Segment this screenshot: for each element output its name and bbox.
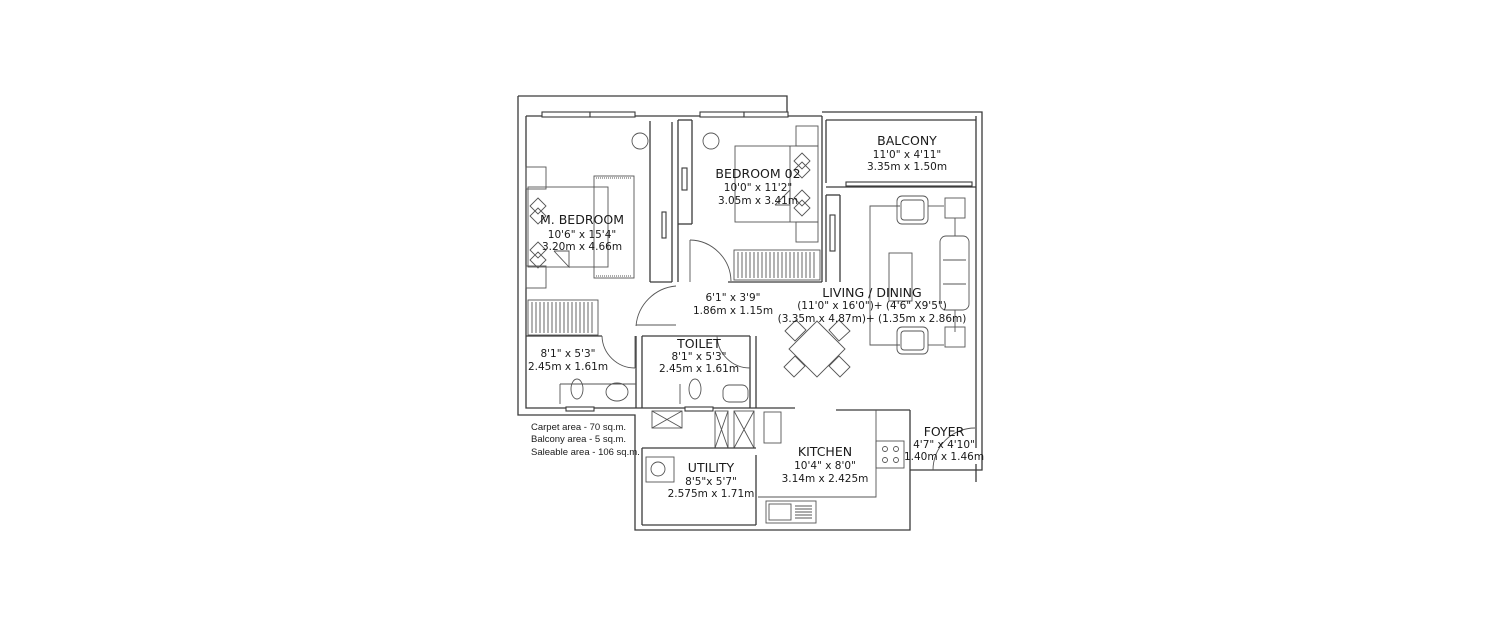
- room-name-kitchen: KITCHEN: [798, 444, 852, 459]
- room-name-toilet: TOILET: [676, 336, 721, 351]
- room-size-metric-foyer: 1.40m x 1.46m: [904, 451, 984, 463]
- window-icon: [565, 406, 595, 412]
- room-name-master-bedroom: M. BEDROOM: [540, 212, 624, 227]
- room-name-balcony: BALCONY: [877, 133, 937, 148]
- sink-icon: [765, 500, 817, 524]
- room-name-bedroom-02: BEDROOM 02: [715, 166, 800, 181]
- washing-machine-drum-icon: [650, 461, 666, 477]
- wardrobe-icon: [733, 249, 821, 281]
- room-size-imperial-master-toilet: 8'1" x 5'3": [540, 348, 595, 360]
- chair-icon: [783, 319, 851, 378]
- room-size-imperial-utility: 8'5"x 5'7": [685, 476, 737, 488]
- room-size-imperial-foyer: 4'7" x 4'10": [913, 439, 975, 451]
- door-swing-icon: [716, 335, 751, 369]
- window-icon: [845, 181, 973, 187]
- washbasin-icon: [722, 384, 749, 403]
- room-size-metric-utility: 2.575m x 1.71m: [668, 488, 755, 500]
- door-swing-icon: [932, 427, 976, 471]
- carpet-area: Carpet area - 70 sq.m.: [531, 422, 626, 433]
- pillow-icon: [529, 197, 547, 269]
- stove-icon: [875, 440, 905, 469]
- room-size-metric-master-toilet: 2.45m x 1.61m: [528, 361, 608, 373]
- room-name-foyer: FOYER: [924, 424, 965, 439]
- room-size-metric-balcony: 3.35m x 1.50m: [867, 161, 947, 173]
- area-summary: Carpet area - 70 sq.m. Balcony area - 5 …: [531, 422, 640, 458]
- passage: 6'1" x 3'9" 1.86m x 1.15m: [635, 285, 773, 327]
- door-swing-icon: [689, 239, 732, 282]
- balcony: BALCONY 11'0" x 4'11" 3.35m x 1.50m: [825, 119, 976, 188]
- washbasin-icon: [605, 382, 629, 402]
- utility: UTILITY 8'5"x 5'7" 2.575m x 1.71m: [641, 448, 757, 526]
- duct-icon: [642, 410, 756, 449]
- master-bedroom: M. BEDROOM 10'6" x 15'4" 3.20m x 4.66m: [525, 121, 673, 336]
- bed-icon: [734, 145, 819, 223]
- room-size-metric-bedroom-02: 3.05m x 3.41m: [718, 195, 798, 207]
- wc-icon: [688, 378, 702, 400]
- window-icon: [541, 111, 789, 118]
- saleable-area: Saleable area - 106 sq.m.: [531, 447, 640, 458]
- room-size-imperial-living-dining: (11'0" x 16'0")+ (4'6" X9'5"): [797, 300, 947, 312]
- lamp-icon: [702, 132, 720, 150]
- window-icon: [684, 406, 714, 412]
- room-size-metric-living-dining: (3.35m x 4.87m)+ (1.35m x 2.86m): [778, 313, 967, 325]
- toilet: TOILET 8'1" x 5'3" 2.45m x 1.61m: [642, 335, 757, 412]
- bed-icon: [527, 175, 635, 279]
- tv-unit-icon: [681, 167, 688, 191]
- room-size-imperial-toilet: 8'1" x 5'3": [671, 351, 726, 363]
- side-table-icon: [944, 197, 966, 348]
- room-size-metric-toilet: 2.45m x 1.61m: [659, 363, 739, 375]
- room-size-metric-kitchen: 3.14m x 2.425m: [782, 473, 869, 485]
- room-name-living-dining: LIVING / DINING: [822, 285, 921, 300]
- door-swing-icon: [635, 285, 677, 327]
- wc-icon: [570, 378, 584, 400]
- tv-unit-icon: [661, 211, 667, 239]
- room-size-imperial-kitchen: 10'4" x 8'0": [794, 460, 856, 472]
- tv-unit-icon: [829, 214, 836, 252]
- door-swing-icon: [601, 335, 636, 369]
- foyer: FOYER 4'7" x 4'10" 1.40m x 1.46m: [904, 424, 984, 471]
- lamp-icon: [631, 132, 649, 150]
- room-size-metric-passage: 1.86m x 1.15m: [693, 305, 773, 317]
- bedroom-02: BEDROOM 02 10'0" x 11'2" 3.05m x 3.41m: [677, 116, 823, 283]
- sofa-icon: [939, 235, 970, 311]
- room-size-imperial-balcony: 11'0" x 4'11": [873, 149, 941, 161]
- fridge-icon: [763, 411, 782, 444]
- living-dining: LIVING / DINING (11'0" x 16'0")+ (4'6" X…: [778, 194, 970, 378]
- wardrobe-icon: [527, 299, 599, 336]
- washing-machine-icon: [645, 456, 675, 483]
- armchair-icon: [896, 195, 929, 355]
- dining-table-icon: [788, 320, 846, 378]
- pillow-icon: [793, 152, 811, 217]
- room-size-imperial-passage: 6'1" x 3'9": [705, 292, 760, 304]
- outer-walls: [517, 95, 983, 531]
- room-size-imperial-bedroom-02: 10'0" x 11'2": [724, 182, 792, 194]
- room-name-utility: UTILITY: [688, 460, 735, 475]
- coffee-table-icon: [888, 252, 913, 302]
- kitchen: KITCHEN 10'4" x 8'0" 3.14m x 2.425m: [758, 407, 911, 524]
- balcony-area: Balcony area - 5 sq.m.: [531, 434, 626, 445]
- room-size-metric-master-bedroom: 3.20m x 4.66m: [542, 241, 622, 253]
- master-toilet: 8'1" x 5'3" 2.45m x 1.61m: [526, 335, 643, 412]
- room-size-imperial-master-bedroom: 10'6" x 15'4": [548, 229, 616, 241]
